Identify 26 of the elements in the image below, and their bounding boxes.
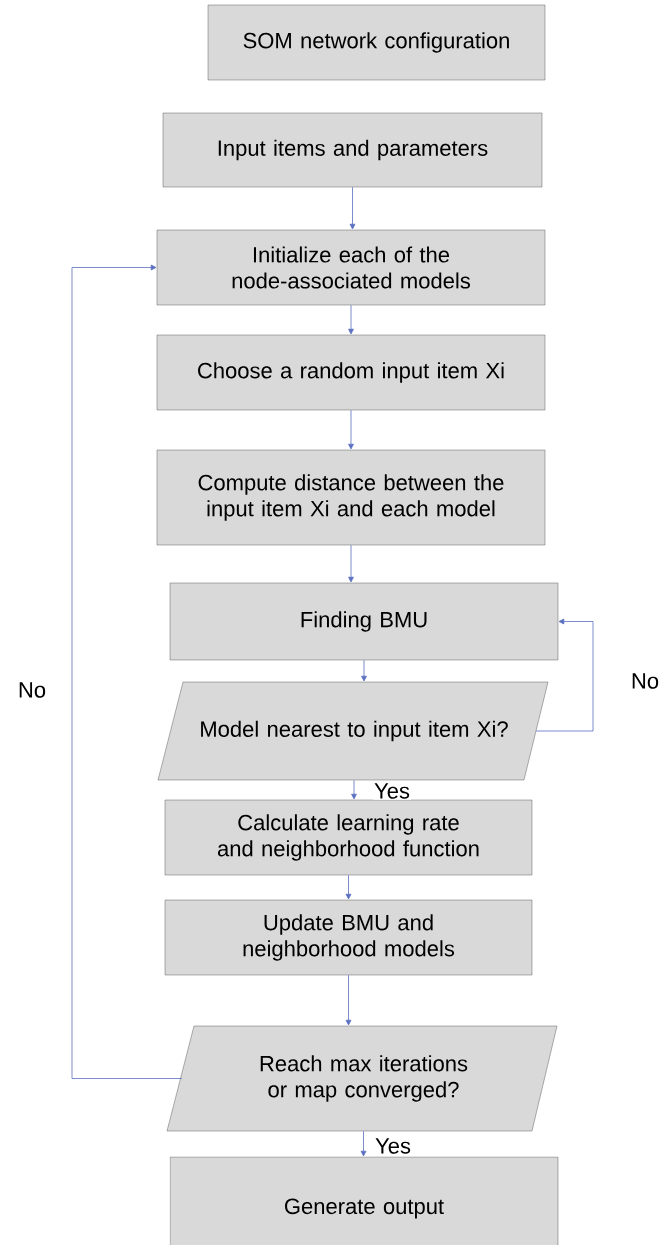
process-box: Input items and parameters <box>162 112 543 188</box>
arrow <box>348 409 354 450</box>
arrow <box>535 618 594 732</box>
process-box: Choose a random input item Xi <box>156 334 546 411</box>
arrow <box>348 544 354 583</box>
process-box: Calculate learning rate and neighborhood function <box>164 799 533 876</box>
process-box: Generate output <box>169 1156 559 1245</box>
arrow <box>345 974 352 1026</box>
process-box: Update BMU and neighborhood models <box>164 899 533 976</box>
edge-label: No <box>19 682 46 698</box>
edge-label: Yes <box>374 783 410 799</box>
parallelogram-box: Reach max iterations or map converged? <box>166 1025 558 1132</box>
process-box: Initialize each of the node-associated models <box>156 229 546 306</box>
arrow <box>345 874 352 900</box>
edge-label: No <box>632 673 659 689</box>
arrow <box>360 1130 367 1157</box>
parallelogram-box: Model nearest to input item Xi? <box>157 681 549 781</box>
arrow <box>348 304 354 335</box>
arrow <box>361 659 367 682</box>
arrow <box>71 264 183 1079</box>
arrow <box>351 779 357 800</box>
process-box: Compute distance between the input item Xi and each model <box>156 449 546 546</box>
arrow <box>349 186 356 230</box>
edge-label: Yes <box>375 1138 411 1154</box>
process-box: SOM network configuration <box>207 4 546 81</box>
process-box: Finding BMU <box>169 582 559 661</box>
